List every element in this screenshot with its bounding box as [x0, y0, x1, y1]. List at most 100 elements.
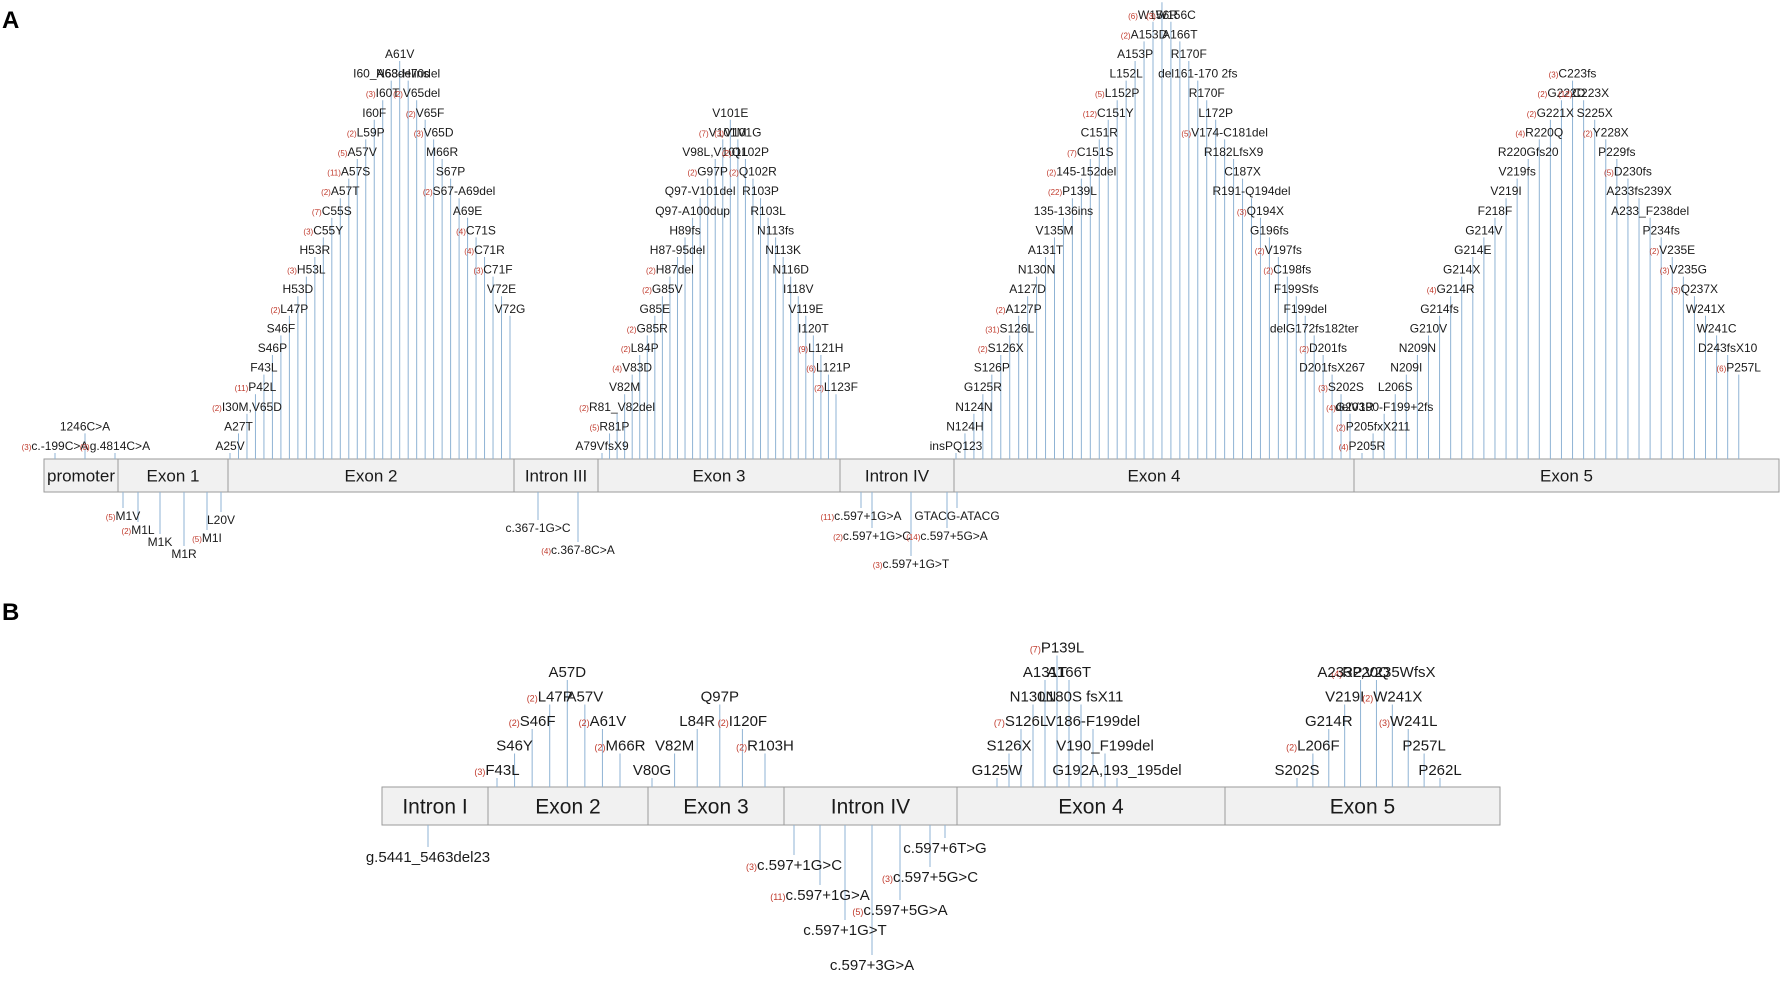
panel-a-mutation-label-count: (2) — [406, 110, 416, 119]
panel-a-mutation-label: (3)C223fs — [1549, 67, 1597, 81]
panel-a-mutation-label-below-text: GTACG-ATACG — [914, 509, 999, 523]
panel-a-mutation-label: S46P — [258, 341, 287, 355]
panel-b-mutation-label: (4)R220Q — [1331, 664, 1390, 681]
panel-b-mutation-label: G214R — [1305, 713, 1353, 730]
panel-a-mutation-label-text: G210V — [1410, 321, 1447, 335]
panel-a-segment-box — [117, 458, 229, 493]
panel-a-mutation-label-text: V98L,V101L — [682, 145, 748, 159]
panel-a-segment-label: Exon 5 — [1540, 467, 1593, 486]
panel-a-mutation-label-text: G203R — [1336, 400, 1374, 414]
panel-a-mutation-label-count: (4) — [1339, 443, 1349, 452]
panel-b-mutation-label-text: A233P,V235WfsX — [1317, 664, 1435, 681]
panel-a-mutation-label-below: (5)M1I — [192, 531, 222, 545]
panel-a-mutation-label-text: N130N — [1018, 263, 1055, 277]
panel-a-mutation-label-text: V235E — [1659, 243, 1695, 257]
panel-b-mutation-label: (2)L47P — [527, 689, 573, 706]
panel-a-mutation-label-below-text: M1L — [131, 523, 155, 537]
panel-b-mutation-label-below: (3)c.597+5G>C — [882, 869, 978, 886]
panel-a-mutation-label: Q97-A100dup — [655, 204, 730, 218]
panel-b-segment-label: Intron IV — [831, 796, 910, 819]
panel-a-mutation-label-text: A25V — [215, 439, 244, 453]
panel-a-mutation-label-count: (6) — [1717, 365, 1727, 374]
panel-b-mutation-label: (3)W241L — [1379, 713, 1438, 730]
panel-a-mutation-label-text: S46F — [267, 321, 296, 335]
panel-a-mutation-label-text: G97P — [697, 165, 728, 179]
panel-a-mutation-label-count: (3) — [366, 90, 376, 99]
panel-a-mutation-label: D243fsX10 — [1698, 341, 1758, 355]
panel-b-mutation-label: A166T — [1047, 664, 1091, 681]
panel-a-mutation-label-below: GTACG-ATACG — [914, 509, 999, 523]
panel-b-mutation-label-below-text: c.597+1G>T — [803, 922, 886, 939]
panel-a-mutation-label: M66R — [426, 145, 458, 159]
panel-a-mutation-label: (2)L84P — [621, 341, 659, 355]
panel-a-mutation-label: H89fs — [669, 223, 700, 237]
panel-a-mutation-label-text: G214E — [1454, 243, 1491, 257]
panel-b-mutation-label-count: (7) — [994, 718, 1005, 728]
panel-a-mutation-label-text: R103P — [742, 184, 779, 198]
panel-a-mutation-label-count: (31) — [985, 325, 1000, 334]
panel-b-mutation-label-count: (2) — [509, 718, 520, 728]
panel-a-mutation-label-text: L123F — [824, 380, 858, 394]
panel-a-mutation-label-count: (3) — [1237, 208, 1247, 217]
panel-a-mutation-label-count: (5) — [1604, 169, 1614, 178]
panel-b-mutation-label-count: (7) — [1030, 645, 1041, 655]
panel-a-mutation-label-count: (2) — [579, 404, 589, 413]
panel-a-mutation-label: L172P — [1198, 106, 1233, 120]
panel-a-mutation-label: L206S — [1378, 380, 1413, 394]
panel-a-mutation-label-count: (3) — [287, 267, 297, 276]
panel-a-mutation-label: (3)C71F — [473, 263, 512, 277]
panel-a-mutation-label-text: A57T — [331, 184, 360, 198]
panel-a-mutation-label: F43L — [250, 361, 278, 375]
panel-a-mutation-label-below: M1R — [171, 547, 197, 561]
panel-a-mutation-label-count: (2) — [423, 188, 433, 197]
panel-a-mutation-label-text: I60T — [376, 86, 401, 100]
panel-a-mutation-label-text: G221X — [1537, 106, 1574, 120]
panel-a-mutation-label-count: (2) — [1538, 90, 1548, 99]
panel-a-mutation-label-count: (3) — [473, 267, 483, 276]
panel-a-mutation-label-text: N116D — [772, 263, 809, 277]
panel-b-mutation-label-text: S126X — [986, 738, 1031, 755]
panel-a-mutation-label-below-count: (5) — [106, 513, 116, 522]
panel-b-mutation-label: V186-F199del — [1046, 713, 1140, 730]
panel-a-mutation-label-text: G214V — [1465, 223, 1502, 237]
panel-a-segment-box — [43, 458, 119, 493]
panel-a-mutation-label-text: V65D — [424, 125, 454, 139]
panel-a-mutation-label: N116D — [772, 263, 809, 277]
panel-a-mutation-label-text: R103L — [750, 204, 786, 218]
panel-a-mutation-label-text: H53R — [300, 243, 331, 257]
panel-b-mutation-label-below: (11)c.597+1G>A — [770, 887, 870, 904]
panel-a-mutation-label-count: (2) — [627, 325, 637, 334]
panel-a-mutation-label-text: A127D — [1009, 282, 1046, 296]
panel-a-mutation-label: I60_A68delins — [353, 67, 429, 81]
panel-a-mutation-label-text: V82M — [609, 380, 640, 394]
panel-b-mutation-label-text: R103H — [747, 738, 794, 755]
panel-a-segment-label: promoter — [47, 467, 115, 486]
panel-a-mutation-label-count: (2) — [347, 129, 357, 138]
panel-a-mutation-label-below: (14)c.597+5G>A — [906, 529, 988, 543]
panel-a-mutation-label-text: I120T — [798, 321, 829, 335]
panel-b-letter: B — [2, 599, 19, 626]
panel-a-mutation-label-count: (3) — [414, 129, 424, 138]
panel-a-mutation-label: (4)V83D — [612, 361, 652, 375]
panel-b-mutation-label: V82M — [655, 738, 694, 755]
panel-a-mutation-label: V98L,V101L — [682, 145, 748, 159]
panel-a-mutation-label: delG172fs182ter — [1270, 321, 1359, 335]
panel-a-mutation-label-count: (4) — [612, 365, 622, 374]
panel-a-mutation-label-text: Q237X — [1681, 282, 1718, 296]
panel-a-mutation-label-text: G85R — [637, 321, 669, 335]
panel-a-mutation-label-below-text: M1R — [171, 547, 197, 561]
panel-b-mutation-label-below-text: c.597+5G>A — [863, 902, 947, 919]
panel-a-mutation-label-text: insPQ123 — [930, 439, 983, 453]
panel-a-mutation-label-text: R81P — [599, 419, 629, 433]
panel-a-mutation-label-count: (2) — [996, 306, 1006, 315]
panel-a-mutation-label-count: (2) — [1649, 247, 1659, 256]
panel-a-segment-label: Exon 2 — [345, 467, 398, 486]
panel-a-mutation-label-below-text: c.597+1G>A — [834, 509, 901, 523]
panel-a-mutation-label: (2)G222D — [1538, 86, 1586, 100]
panel-a-mutation-label-count: (3) — [714, 129, 724, 138]
panel-a-mutation-label-text: P205R — [1349, 439, 1386, 453]
panel-b-mutation-label: (2)R103H — [736, 738, 794, 755]
panel-b-segment-box — [487, 786, 649, 826]
panel-a-mutation-label-text: L152P — [1105, 86, 1140, 100]
